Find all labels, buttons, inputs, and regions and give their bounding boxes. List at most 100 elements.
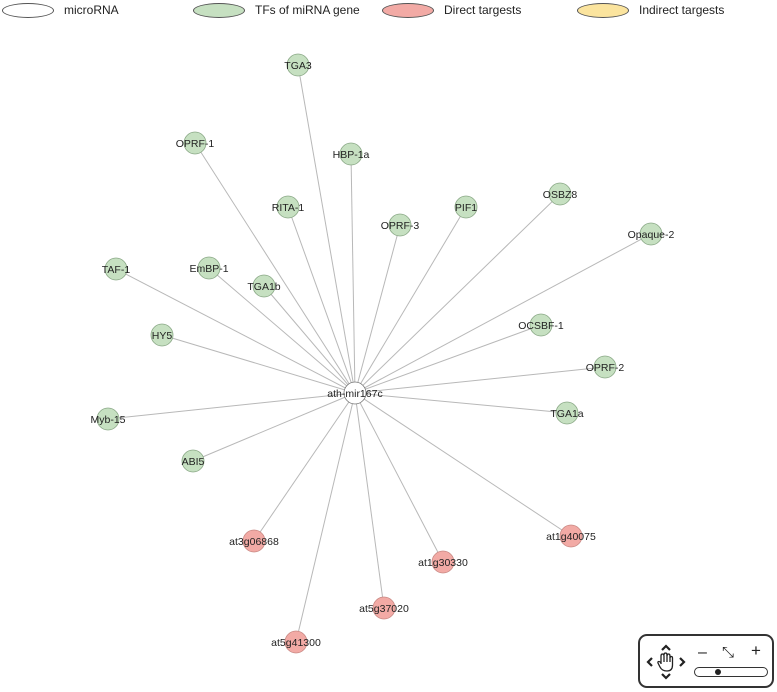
legend-swatch [2, 2, 54, 18]
node-label: at1g40075 [546, 531, 596, 543]
node-label: OPRF-2 [586, 362, 625, 374]
legend-swatch [193, 2, 245, 18]
node-label: PIF1 [455, 202, 477, 214]
node-circle[interactable] [276, 195, 300, 219]
node-label: ath-mir167c [327, 388, 382, 400]
node-at5g37020[interactable]: at5g37020 [359, 596, 409, 620]
pan-left-arrow-icon[interactable] [646, 657, 653, 667]
node-label: Myb-15 [90, 414, 125, 426]
node-Myb-15[interactable]: Myb-15 [90, 407, 126, 431]
fit-view-button[interactable]: ⤡ [722, 644, 735, 661]
node-at1g40075[interactable]: at1g40075 [546, 524, 596, 548]
edge-EmBP-1 [208, 267, 356, 394]
node-circle[interactable] [197, 256, 221, 280]
node-label: OSBZ8 [543, 189, 578, 201]
legend-label: Indirect targests [639, 3, 725, 17]
node-TAF-1[interactable]: TAF-1 [102, 257, 131, 281]
node-circle[interactable] [339, 142, 363, 166]
node-circle[interactable] [593, 355, 617, 379]
node-HBP-1a[interactable]: HBP-1a [333, 142, 370, 166]
edge-at5g41300 [295, 392, 356, 643]
node-circle[interactable] [639, 222, 663, 246]
zoom-slider[interactable] [694, 667, 768, 677]
node-circle[interactable] [286, 53, 310, 77]
node-label: RITA-1 [272, 202, 305, 214]
node-OPRF-3[interactable]: OPRF-3 [381, 213, 420, 237]
pan-up-arrow-icon[interactable] [661, 644, 671, 651]
node-circle[interactable] [559, 524, 583, 548]
node-EmBP-1[interactable]: EmBP-1 [189, 256, 229, 280]
legend-item: Indirect targests [577, 1, 724, 19]
edge-TGA1a [354, 392, 568, 414]
node-circle[interactable] [529, 313, 553, 337]
node-circle[interactable] [183, 131, 207, 155]
legend-item: TFs of miRNA gene [193, 1, 360, 19]
node-label: TGA1b [247, 281, 280, 293]
node-OPRF-2[interactable]: OPRF-2 [586, 355, 625, 379]
node-circle[interactable] [548, 182, 572, 206]
node-circle[interactable] [252, 274, 276, 298]
edge-at5g37020 [354, 392, 385, 609]
node-label: at5g37020 [359, 603, 409, 615]
node-HY5[interactable]: HY5 [150, 323, 174, 347]
edge-HY5 [161, 334, 356, 394]
node-circle[interactable] [104, 257, 128, 281]
legend-swatch [382, 2, 434, 18]
edge-Myb-15 [107, 392, 356, 420]
zoom-out-button[interactable]: – [698, 644, 707, 661]
edge-OPRF-2 [354, 366, 606, 394]
node-label: ABI5 [182, 456, 205, 468]
node-label: at3g06868 [229, 536, 279, 548]
pan-down-arrow-icon[interactable] [661, 673, 671, 680]
node-ABI5[interactable]: ABI5 [181, 449, 205, 473]
edge-RITA-1 [287, 206, 356, 394]
node-circle[interactable] [96, 407, 120, 431]
node-label: OPRF-1 [176, 138, 215, 150]
node-circle[interactable] [372, 596, 396, 620]
edges [107, 64, 652, 643]
pan-control[interactable] [646, 644, 686, 680]
node-circle[interactable] [555, 401, 579, 425]
node-ath-mir167c[interactable]: ath-mir167c [327, 381, 383, 405]
node-Opaque-2[interactable]: Opaque-2 [628, 222, 675, 246]
node-label: EmBP-1 [189, 263, 228, 275]
node-label: at1g30330 [418, 557, 468, 569]
zoom-in-button[interactable]: + [751, 641, 761, 660]
node-at5g41300[interactable]: at5g41300 [271, 630, 321, 654]
node-PIF1[interactable]: PIF1 [454, 195, 478, 219]
node-circle[interactable] [343, 381, 367, 405]
node-OCSBF-1[interactable]: OCSBF-1 [518, 313, 564, 337]
node-label: Opaque-2 [628, 229, 675, 241]
node-circle[interactable] [388, 213, 412, 237]
node-at3g06868[interactable]: at3g06868 [229, 529, 279, 553]
edge-Opaque-2 [354, 233, 652, 394]
legend-item: Direct targests [382, 1, 521, 19]
edge-TAF-1 [115, 268, 356, 394]
edge-TGA3 [297, 64, 356, 394]
node-TGA3[interactable]: TGA3 [284, 53, 312, 77]
node-circle[interactable] [454, 195, 478, 219]
node-circle[interactable] [242, 529, 266, 553]
pan-right-arrow-icon[interactable] [679, 657, 686, 667]
node-label: OCSBF-1 [518, 320, 564, 332]
node-OPRF-1[interactable]: OPRF-1 [176, 131, 215, 155]
node-TGA1a[interactable]: TGA1a [550, 401, 584, 425]
node-circle[interactable] [181, 449, 205, 473]
edge-PIF1 [354, 206, 467, 394]
node-circle[interactable] [284, 630, 308, 654]
zoom-slider-handle[interactable] [714, 669, 721, 675]
node-TGA1b[interactable]: TGA1b [247, 274, 281, 298]
hand-pan-icon[interactable] [657, 652, 674, 672]
legend-swatch [577, 2, 629, 18]
legend-label: TFs of miRNA gene [255, 3, 360, 17]
node-circle[interactable] [150, 323, 174, 347]
node-RITA-1[interactable]: RITA-1 [272, 195, 305, 219]
node-OSBZ8[interactable]: OSBZ8 [543, 182, 578, 206]
node-at1g30330[interactable]: at1g30330 [418, 550, 468, 574]
node-circle[interactable] [431, 550, 455, 574]
edge-OPRF-1 [194, 142, 356, 394]
node-label: HY5 [152, 330, 173, 342]
